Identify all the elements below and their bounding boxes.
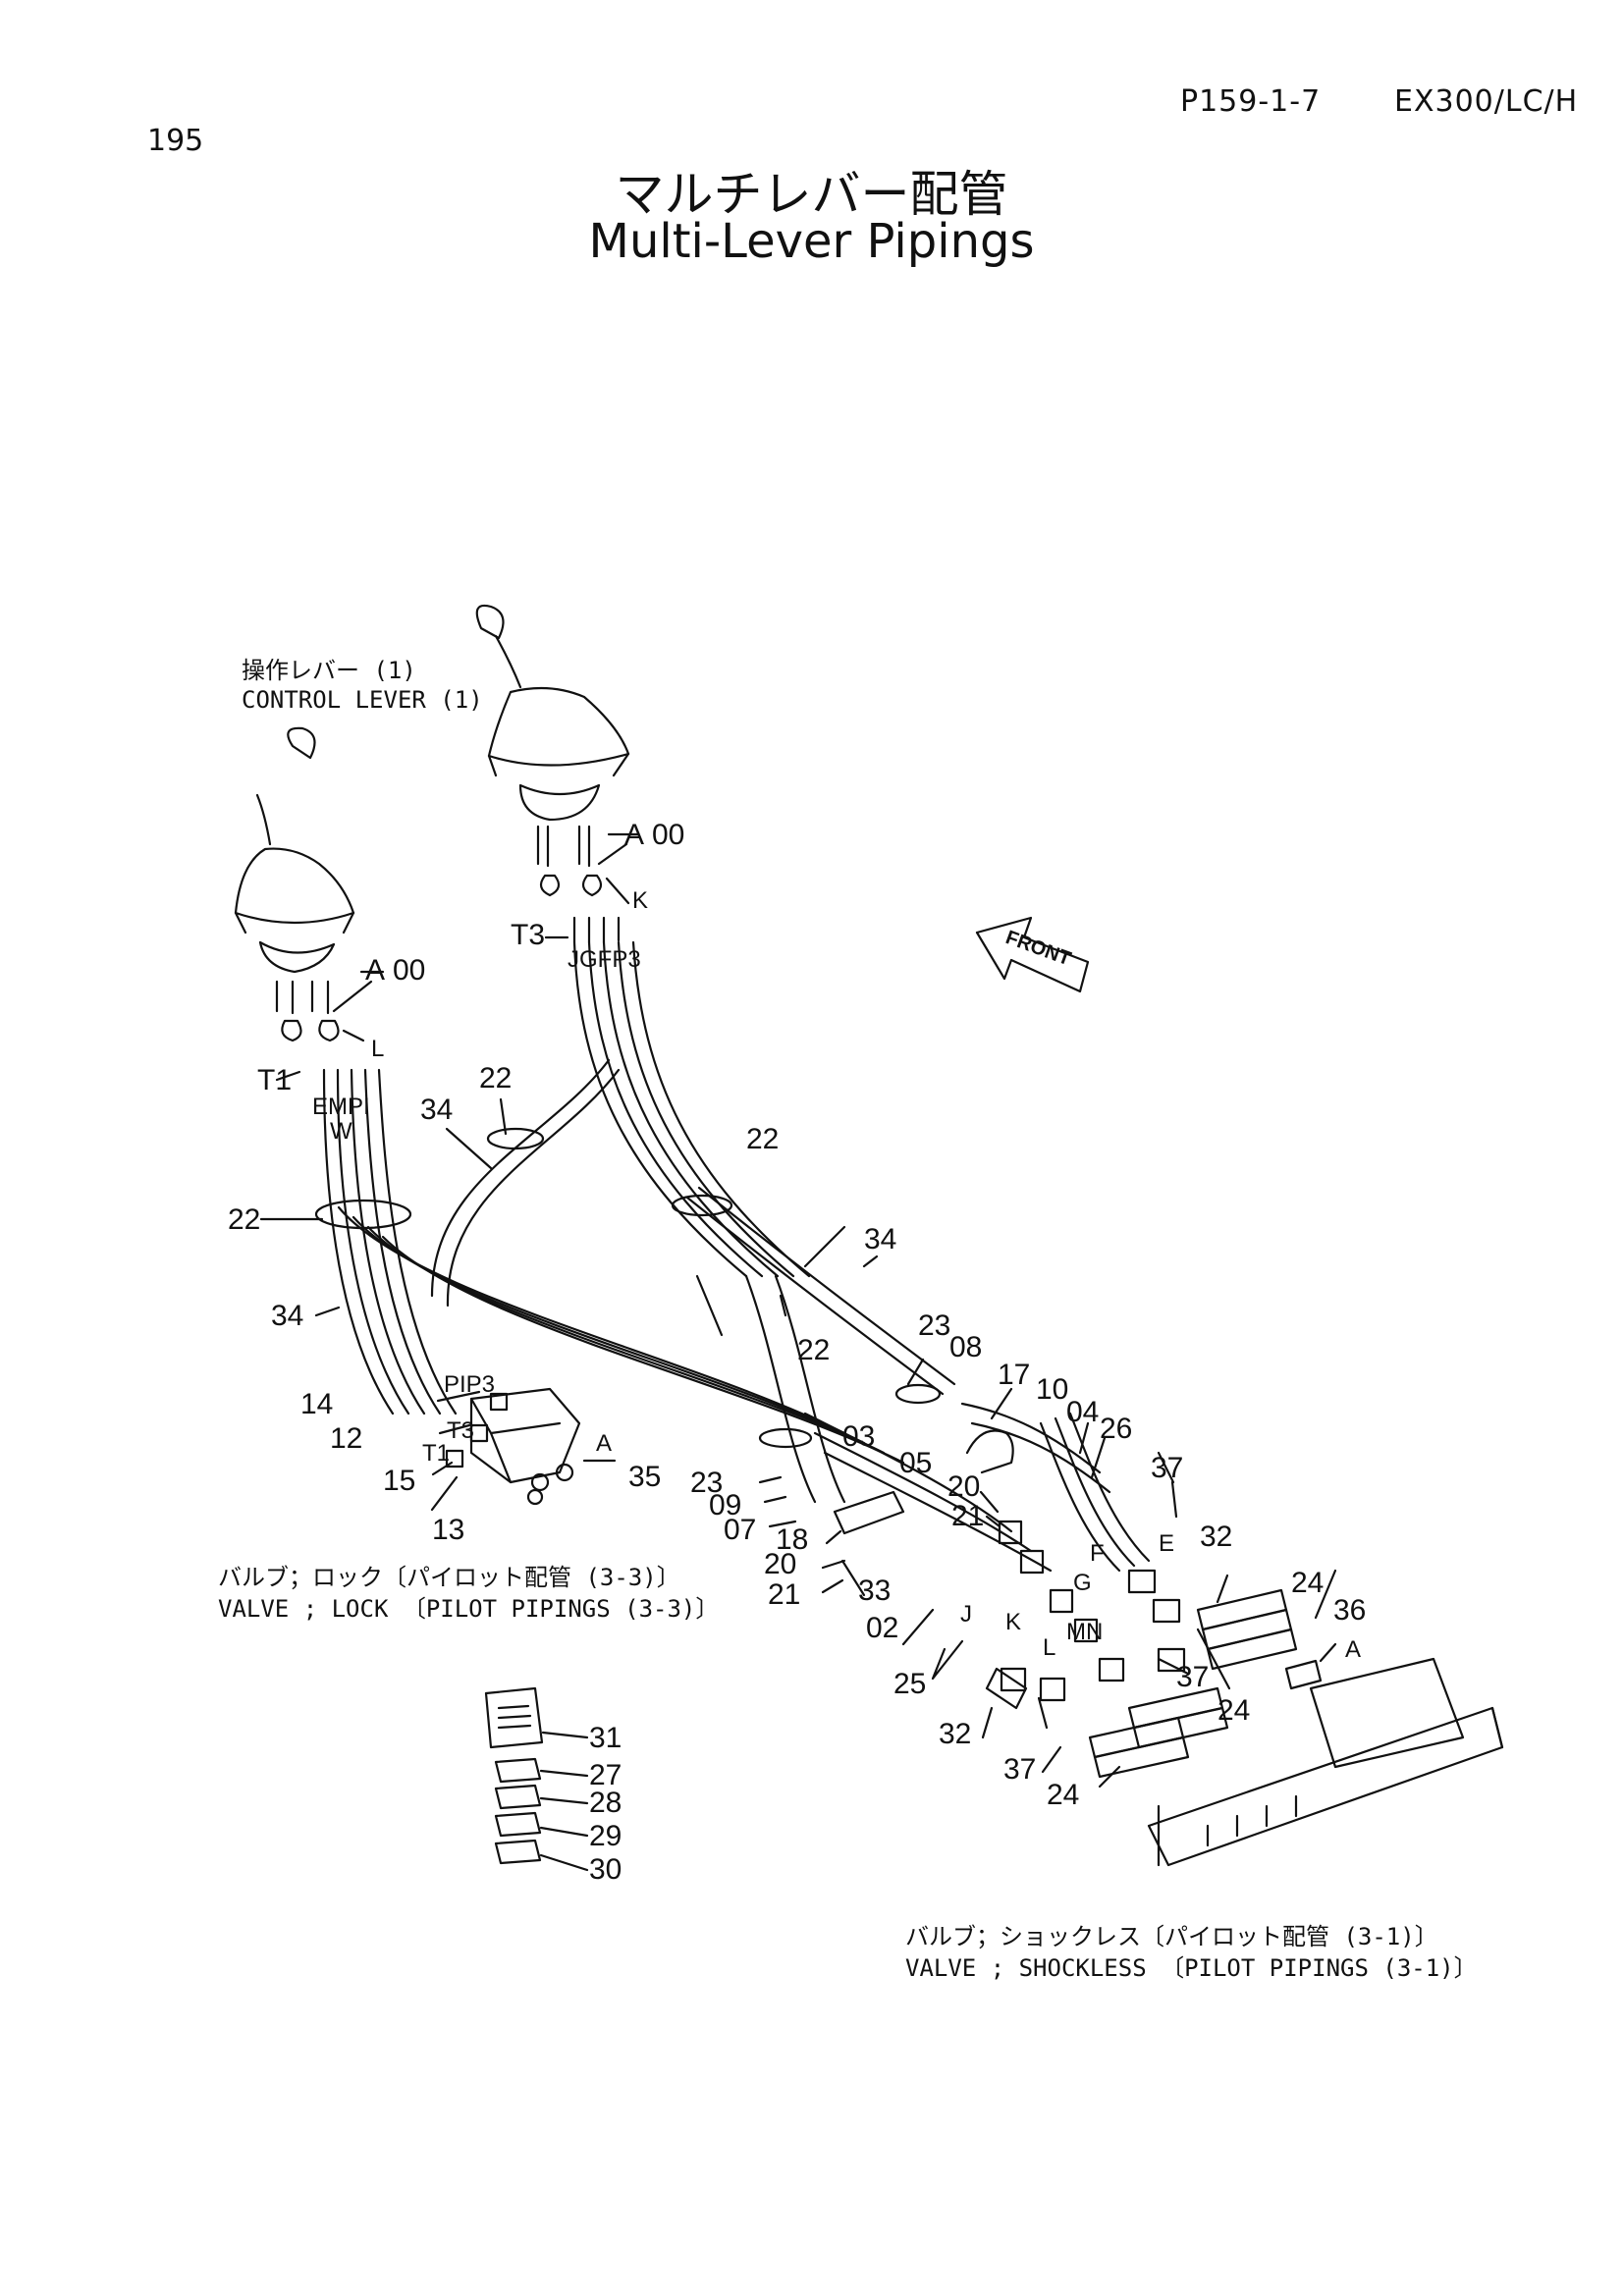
callout-k: K <box>1005 1609 1021 1635</box>
callout-21b: 21 <box>768 1578 800 1611</box>
callout-27: 27 <box>589 1759 622 1791</box>
callout-36: 36 <box>1333 1594 1366 1627</box>
callout-13: 13 <box>432 1514 464 1546</box>
clamps <box>314 1127 1014 1535</box>
callout-02: 02 <box>866 1612 898 1644</box>
callout-10: 10 <box>1036 1373 1068 1406</box>
callout-32b: 32 <box>939 1718 971 1750</box>
callout-k-right: K <box>632 887 648 914</box>
title-japanese: マルチレバー配管 <box>615 166 1008 223</box>
callout-07: 07 <box>724 1514 756 1546</box>
catalog-code: P159-1-7 <box>1180 84 1322 119</box>
callout-33: 33 <box>858 1575 891 1607</box>
callout-22a: 22 <box>479 1062 512 1095</box>
callout-w-left: W <box>330 1118 352 1145</box>
callout-14: 14 <box>300 1388 333 1420</box>
callout-20a: 20 <box>947 1470 980 1503</box>
callout-t3-lock: T3 <box>447 1417 474 1444</box>
callout-21a: 21 <box>951 1500 984 1532</box>
callout-17: 17 <box>998 1359 1030 1391</box>
callout-f: F <box>1090 1540 1105 1567</box>
callout-t1-left: T1 <box>257 1064 292 1096</box>
shockless-valve-body <box>1147 1657 1504 1867</box>
callout-28: 28 <box>589 1787 622 1819</box>
leader-lines <box>259 832 1337 1872</box>
callout-20b: 20 <box>764 1548 796 1580</box>
callout-37a: 37 <box>1151 1452 1183 1484</box>
callout-09: 09 <box>709 1489 741 1522</box>
callout-jgfp3-right: JGFP3 <box>568 946 641 973</box>
callout-05: 05 <box>899 1447 932 1479</box>
callout-a00-left-num: 00 <box>393 954 425 987</box>
callout-24b: 24 <box>1217 1694 1250 1727</box>
front-direction-arrow <box>975 916 1090 993</box>
shockless-valve-couplers <box>1088 1588 1323 1779</box>
fittings <box>985 1520 1186 1710</box>
front-label: FRONT <box>1002 927 1073 970</box>
callout-15: 15 <box>383 1465 415 1497</box>
plates <box>484 1686 544 1865</box>
lock-valve-caption-jp: バルブ；ロック〔パイロット配管 (3-3)〕 <box>218 1564 680 1591</box>
callout-24a: 24 <box>1291 1567 1324 1599</box>
callout-04: 04 <box>1066 1396 1099 1428</box>
control-lever-right <box>475 604 630 944</box>
callout-a00-left: A <box>365 954 385 987</box>
shockless-valve-caption-en: VALVE ; SHOCKLESS 〔PILOT PIPINGS (3-1)〕 <box>905 1954 1478 1982</box>
callout-23b: 23 <box>690 1467 723 1499</box>
callout-18: 18 <box>776 1523 808 1556</box>
callout-08: 08 <box>949 1331 982 1363</box>
callout-a-right: A <box>1345 1636 1361 1663</box>
callout-25: 25 <box>893 1668 926 1700</box>
callout-l: L <box>1043 1634 1055 1661</box>
title-english: Multi-Lever Pipings <box>588 214 1035 269</box>
callout-26: 26 <box>1100 1413 1132 1445</box>
callout-31: 31 <box>589 1722 622 1754</box>
callout-22c: 22 <box>228 1203 260 1236</box>
callout-22b: 22 <box>746 1123 779 1155</box>
control-lever-left <box>234 726 355 1042</box>
callout-e: E <box>1159 1530 1174 1557</box>
callout-32a: 32 <box>1200 1521 1232 1553</box>
pipe-bundles <box>322 940 1151 1573</box>
lock-valve <box>445 1387 581 1506</box>
callout-empi-left: EMPI <box>312 1094 370 1120</box>
callout-a-lock: A <box>596 1430 612 1457</box>
part-callouts: A 00 K T3 JGFP3 A 00 L T1 EMPI W 22 34 2… <box>228 819 1366 1886</box>
callout-30: 30 <box>589 1853 622 1886</box>
callout-22d: 22 <box>797 1334 830 1366</box>
callout-03: 03 <box>842 1420 875 1453</box>
callout-g: G <box>1073 1570 1092 1596</box>
callout-24c: 24 <box>1047 1779 1079 1811</box>
callout-l-left: L <box>371 1036 384 1062</box>
lock-valve-caption-en: VALVE ; LOCK 〔PILOT PIPINGS (3-3)〕 <box>218 1595 720 1623</box>
callout-t3-right: T3 <box>511 919 545 951</box>
callout-37c: 37 <box>1003 1753 1036 1786</box>
shockless-valve-caption-jp: バルブ；ショックレス〔パイロット配管 (3-1)〕 <box>905 1923 1438 1950</box>
callout-12: 12 <box>330 1422 362 1455</box>
callout-t1-lock: T1 <box>422 1440 450 1467</box>
callout-a00-right: A <box>624 819 644 851</box>
callout-23a: 23 <box>918 1309 950 1342</box>
control-lever-caption-en: CONTROL LEVER (1) <box>242 686 483 714</box>
callout-35: 35 <box>628 1461 661 1493</box>
callout-j: J <box>960 1601 972 1628</box>
model-code: EX300/LC/H <box>1394 84 1579 119</box>
callout-34a: 34 <box>420 1094 453 1126</box>
callout-p1p3: PIP3 <box>444 1371 495 1398</box>
page-number: 195 <box>147 124 204 158</box>
control-lever-caption-jp: 操作レバー (1) <box>242 657 416 684</box>
callout-37b: 37 <box>1176 1661 1209 1693</box>
callout-mn: MN <box>1066 1619 1103 1645</box>
callout-34b: 34 <box>864 1223 896 1255</box>
callout-29: 29 <box>589 1820 622 1852</box>
callout-a00-right-num: 00 <box>652 819 684 851</box>
callout-34c: 34 <box>271 1300 303 1332</box>
